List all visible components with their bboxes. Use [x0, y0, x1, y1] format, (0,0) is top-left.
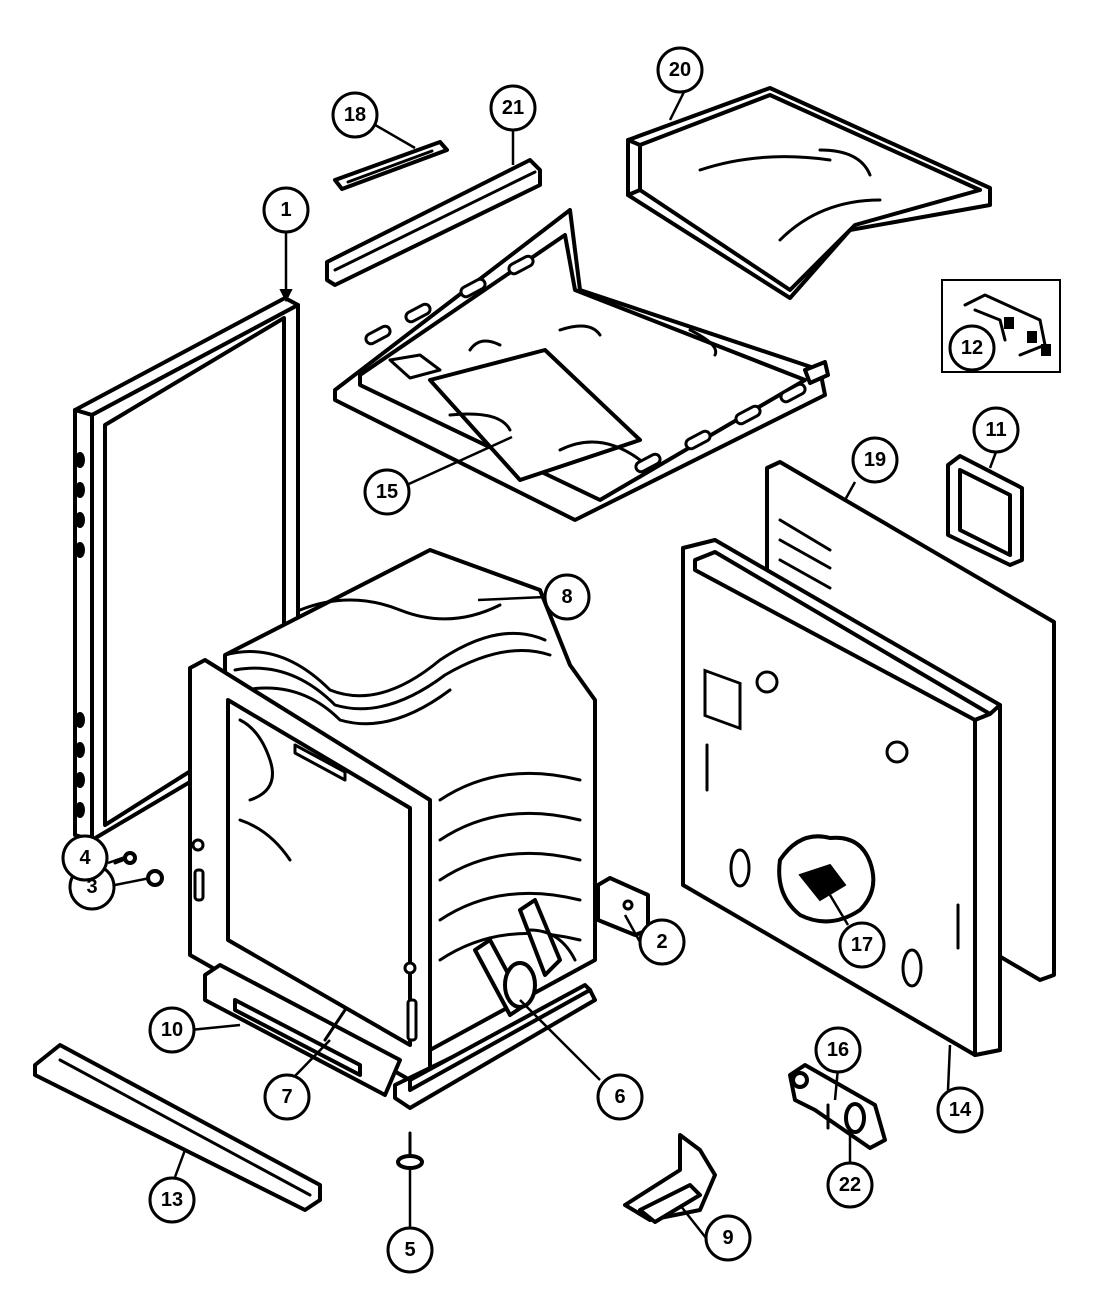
- callout-20: 20: [656, 46, 704, 94]
- svg-text:21: 21: [502, 97, 524, 119]
- svg-text:3: 3: [86, 876, 97, 898]
- part-14-back-panel: [681, 538, 1002, 1057]
- part-15-burner-box: [333, 208, 830, 522]
- part-20-cooktop: [626, 86, 992, 300]
- svg-text:16: 16: [827, 1039, 849, 1061]
- svg-text:7: 7: [281, 1086, 292, 1108]
- part-5-leveling-leg: [396, 1131, 424, 1170]
- callout-21: 21: [489, 84, 537, 132]
- part-6-hinge: [473, 898, 577, 1017]
- svg-text:1: 1: [280, 199, 291, 221]
- svg-text:5: 5: [404, 1239, 415, 1261]
- svg-text:19: 19: [864, 449, 886, 471]
- callout-12: 12: [948, 324, 996, 372]
- part-10-lower-bracket: [203, 963, 402, 1097]
- part-9-bracket: [623, 1133, 717, 1224]
- part-21-top-rail: [325, 158, 542, 287]
- svg-text:6: 6: [614, 1086, 625, 1108]
- oven-front-frame: [188, 658, 432, 1082]
- callout-13: 13: [148, 1176, 196, 1224]
- callout-8: 8: [543, 573, 591, 621]
- svg-text:20: 20: [669, 59, 691, 81]
- part-1-holes: [75, 452, 85, 818]
- callout-7: 7: [263, 1073, 311, 1121]
- part-13-kick-panel: [33, 1043, 322, 1212]
- callout-6: 6: [596, 1073, 644, 1121]
- svg-text:13: 13: [161, 1189, 183, 1211]
- svg-text:18: 18: [344, 104, 366, 126]
- callout-9: 9: [704, 1214, 752, 1262]
- part-22-valve: [826, 1102, 866, 1134]
- callout-16: 16: [814, 1026, 862, 1074]
- callout-1: 1: [262, 186, 310, 234]
- part-3-knob: [146, 869, 164, 887]
- part-2-bracket: [596, 876, 650, 937]
- callouts: 1 2 3 4 5 6 7 8: [61, 46, 1020, 1274]
- part-7-screw: [323, 1008, 347, 1042]
- svg-text:4: 4: [79, 847, 91, 869]
- callout-10: 10: [148, 1006, 196, 1054]
- callout-14: 14: [936, 1086, 984, 1134]
- callout-18: 18: [331, 91, 379, 139]
- callout-22: 22: [826, 1161, 874, 1209]
- svg-text:22: 22: [839, 1174, 861, 1196]
- callout-5: 5: [386, 1226, 434, 1274]
- svg-text:17: 17: [851, 934, 873, 956]
- svg-text:15: 15: [376, 481, 398, 503]
- svg-text:14: 14: [949, 1099, 972, 1121]
- svg-text:11: 11: [985, 419, 1006, 441]
- callout-2: 2: [638, 918, 686, 966]
- leader-lines: [107, 89, 998, 1239]
- lower-front-rail: [393, 983, 597, 1110]
- callout-11: 11: [972, 406, 1020, 454]
- svg-text:10: 10: [161, 1019, 183, 1041]
- part-11-bracket: [946, 454, 1024, 567]
- callout-17: 17: [838, 921, 886, 969]
- svg-text:12: 12: [961, 337, 983, 359]
- svg-text:8: 8: [561, 586, 572, 608]
- callout-19: 19: [851, 436, 899, 484]
- callout-4: 4: [61, 834, 109, 882]
- callout-15: 15: [363, 468, 411, 516]
- svg-text:9: 9: [722, 1227, 733, 1249]
- svg-text:2: 2: [656, 931, 667, 953]
- part-18-bracket: [333, 140, 449, 191]
